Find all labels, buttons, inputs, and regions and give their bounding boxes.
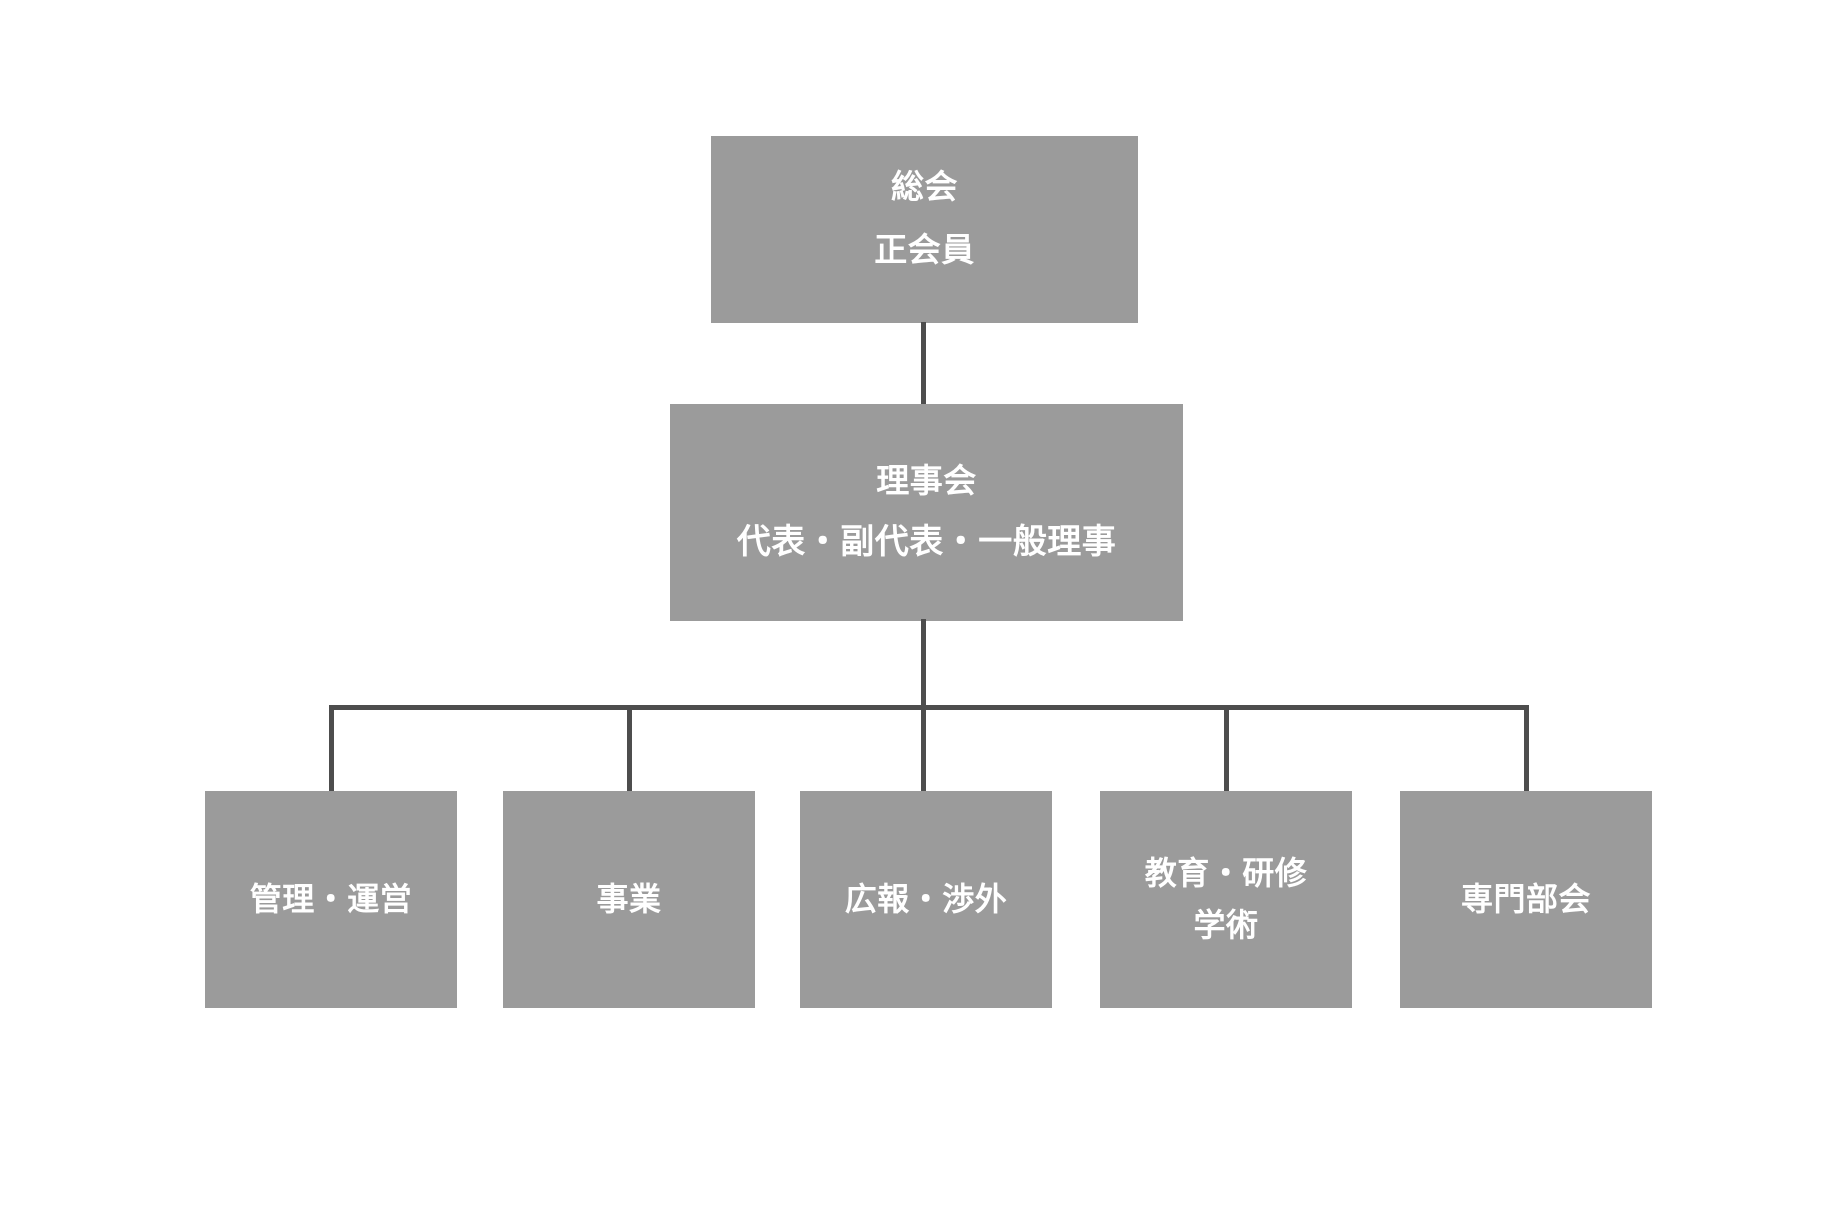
node-education-training-line-1: 教育・研修 — [1144, 854, 1308, 891]
node-board-line-1: 理事会 — [876, 462, 977, 500]
node-education-training-academic[interactable]: 教育・研修 学術 — [1100, 791, 1352, 1008]
node-business[interactable]: 事業 — [503, 791, 755, 1008]
connector-drop-specialist-committee — [1524, 705, 1529, 793]
node-general-assembly-line-1: 総会 — [891, 167, 958, 205]
connector-horizontal-bus — [331, 705, 1528, 710]
node-pr-external[interactable]: 広報・渉外 — [800, 791, 1052, 1008]
node-business-line-1: 事業 — [596, 880, 662, 917]
connector-drop-management-operations — [329, 705, 334, 793]
connector-drop-business — [627, 705, 632, 793]
node-specialist-committee[interactable]: 専門部会 — [1400, 791, 1652, 1008]
node-general-assembly[interactable]: 総会 正会員 — [711, 136, 1138, 323]
node-specialist-committee-line-1: 専門部会 — [1460, 880, 1591, 917]
node-board-line-2: 代表・副代表・一般理事 — [736, 522, 1117, 561]
connector-drop-education-training-academic — [1224, 705, 1229, 793]
node-management-operations[interactable]: 管理・運営 — [205, 791, 457, 1008]
node-pr-external-line-1: 広報・渉外 — [844, 880, 1008, 917]
node-board-of-directors[interactable]: 理事会 代表・副代表・一般理事 — [670, 404, 1183, 621]
node-general-assembly-line-2: 正会員 — [874, 230, 975, 268]
node-education-training-line-2: 学術 — [1193, 906, 1259, 943]
node-management-operations-line-1: 管理・運営 — [249, 880, 413, 917]
connector-assembly-to-board — [921, 322, 926, 406]
